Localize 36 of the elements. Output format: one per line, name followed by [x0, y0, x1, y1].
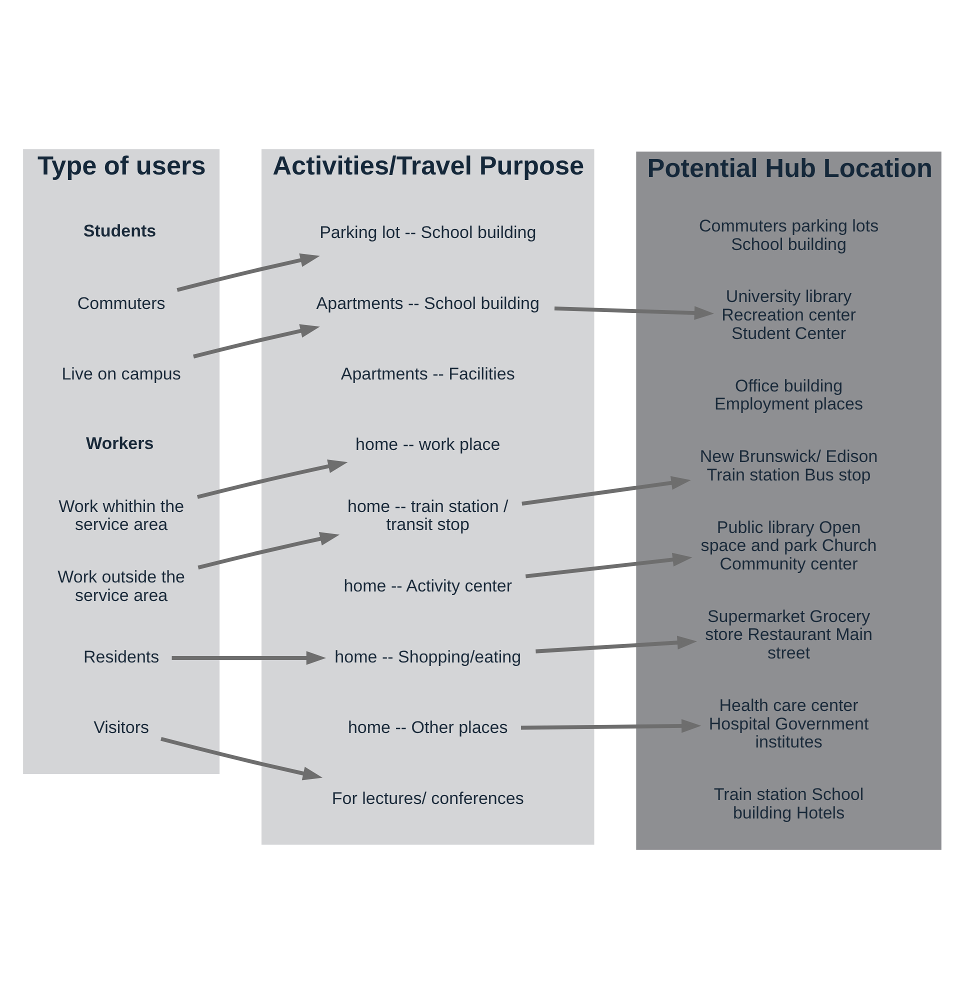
node-text: Live on campus: [62, 364, 181, 383]
arrow: [172, 650, 326, 664]
node-text: Visitors: [94, 718, 150, 737]
node-text: home -- Other places: [348, 718, 508, 737]
node-text: New Brunswick/ Edison Train station Bus stop: [700, 446, 878, 484]
arrow: [176, 252, 320, 292]
node-text: Public library Open space and park Church Community center: [700, 517, 877, 573]
node-text: home -- work place: [356, 434, 500, 454]
node-text: For lectures/ conferences: [332, 788, 524, 808]
arrow: [160, 736, 323, 780]
node-text: Apartments -- Facilities: [340, 364, 515, 383]
node-text: Office building Employment places: [714, 376, 864, 414]
arrow: [193, 324, 320, 358]
node-text: Train station School building Hotels: [714, 784, 864, 822]
arrow: [554, 306, 714, 320]
node-text: Health care center Hospital Government institutes: [708, 695, 869, 752]
node-text: Commuters parking lots School building: [698, 216, 879, 254]
arrow: [196, 459, 348, 498]
arrow: [522, 476, 691, 506]
node-text: Commuters: [77, 293, 166, 312]
node-text: Parking lot -- School building: [320, 222, 536, 242]
label: Workers: [86, 433, 154, 452]
node-text: University library Recreation center Student Center: [722, 286, 856, 342]
node-text: Residents: [83, 646, 160, 666]
node-text: Work outside the service area: [58, 567, 186, 604]
node-text: Supermarket Grocery store Restaurant Main street: [705, 606, 872, 662]
arrow: [525, 552, 692, 578]
node-text: home -- Shopping/eating: [334, 646, 522, 666]
node-text: Work whithin the service area: [58, 496, 184, 534]
node-text: home -- train station / transit stop: [347, 496, 508, 534]
node-text: home -- Activity center: [344, 576, 512, 596]
arrow: [520, 718, 702, 732]
label: Students: [83, 221, 156, 240]
node-text: Apartments -- School building: [316, 293, 540, 312]
arrow: [536, 635, 698, 653]
arrow: [198, 532, 340, 569]
